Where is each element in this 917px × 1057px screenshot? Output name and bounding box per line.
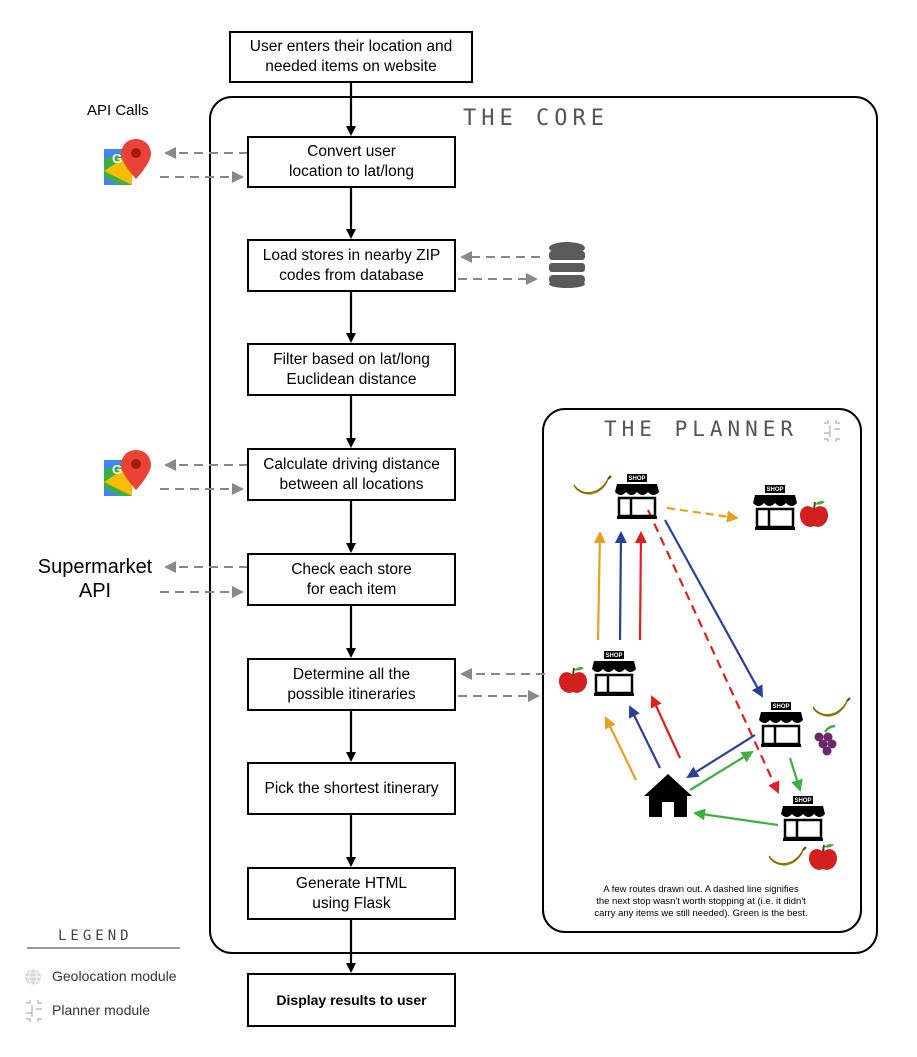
external-arrows (160, 147, 545, 702)
step-driving-distance: Calculate driving distance between all l… (247, 448, 456, 501)
grapes-icon (813, 724, 838, 757)
shop-sign: SHOP (794, 798, 812, 804)
shop-sign: SHOP (628, 476, 646, 482)
home-icon (644, 774, 692, 817)
api-calls-label: API Calls (87, 102, 149, 119)
step-filter: Filter based on lat/long Euclidean dista… (247, 343, 456, 396)
apple-icon (799, 499, 829, 528)
step-load-stores: Load stores in nearby ZIP codes from dat… (247, 239, 456, 292)
core-container (209, 96, 878, 954)
shop-sign: SHOP (605, 653, 623, 659)
end-node: Display results to user (247, 973, 456, 1027)
legend-planner: Planner module (52, 1002, 151, 1018)
banana-icon (573, 475, 612, 495)
banana-icon (812, 697, 851, 717)
legend-planner-icon (25, 999, 43, 1023)
step-generate-html: Generate HTML using Flask (247, 867, 456, 920)
step-itineraries: Determine all the possible itineraries (247, 658, 456, 711)
start-node: User enters their location and needed it… (229, 31, 473, 83)
legend-divider (27, 947, 180, 949)
planner-caption: A few routes drawn out. A dashed line si… (594, 884, 808, 919)
planner-routes (593, 506, 803, 827)
shop-sign: SHOP (766, 487, 784, 493)
apple-icon (808, 842, 838, 871)
legend-geolocation-icon (24, 968, 42, 986)
core-title: THE CORE (463, 106, 609, 131)
step-convert-location: Convert user location to lat/long (247, 136, 456, 188)
legend-geolocation: Geolocation module (52, 968, 177, 984)
google-maps-icon (104, 139, 151, 185)
step-check-stores: Check each store for each item (247, 553, 456, 606)
apple-icon (558, 665, 588, 694)
legend-title: LEGEND (58, 928, 133, 944)
supermarket-api-label: Supermarket API (37, 556, 153, 602)
step-pick-shortest: Pick the shortest itinerary (247, 762, 456, 815)
shop-sign: SHOP (772, 704, 790, 710)
database-icon (549, 242, 585, 288)
planner-module-icon (823, 419, 841, 443)
planner-title: THE PLANNER (604, 417, 799, 441)
google-maps-icon (104, 450, 151, 496)
planner-container (542, 408, 862, 933)
banana-icon (768, 846, 807, 866)
